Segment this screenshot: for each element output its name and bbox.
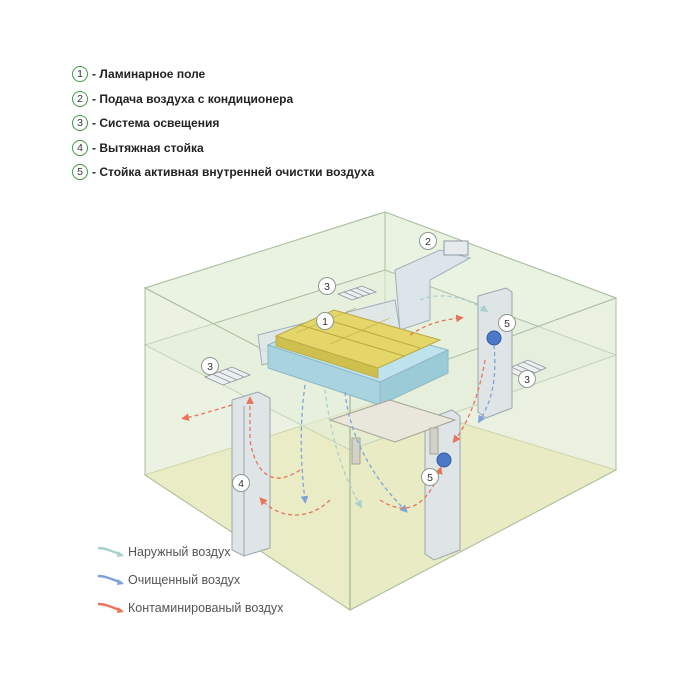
airflow-arrow-icon bbox=[97, 546, 124, 557]
legend-label: - Стойка активная внутренней очистки воз… bbox=[92, 165, 375, 180]
legend-number: 2 bbox=[72, 90, 88, 107]
airflow-clean bbox=[477, 344, 496, 424]
callout-circle bbox=[201, 357, 219, 375]
callout-number: 4 bbox=[238, 478, 244, 490]
legend-number: 5 bbox=[72, 164, 88, 181]
airflow-legend-label: Наружный воздух bbox=[128, 545, 231, 559]
airflow-contaminated bbox=[259, 497, 331, 516]
callout-number: 1 bbox=[322, 316, 328, 328]
legend-row: 1 - Ламинарное поле bbox=[72, 62, 374, 87]
callout-number: 3 bbox=[524, 374, 530, 386]
airflow-contaminated bbox=[452, 359, 486, 444]
callout-number: 2 bbox=[425, 236, 431, 248]
airflow-outside bbox=[419, 295, 489, 313]
airflow-legend-row: Контаминированый воздух bbox=[96, 594, 283, 622]
legend-label: - Система освещения bbox=[92, 116, 220, 131]
laminar-panel-side bbox=[275, 335, 379, 379]
callout-circle bbox=[419, 232, 437, 250]
callout-number: 3 bbox=[324, 281, 330, 293]
laminar-frame-side-right bbox=[379, 349, 449, 406]
equipment-leg bbox=[429, 427, 439, 455]
exhaust-rack bbox=[231, 391, 271, 557]
callout-circle bbox=[518, 370, 536, 388]
callout-circle bbox=[421, 468, 439, 486]
callout-circle bbox=[318, 277, 336, 295]
laminar-panel-divider bbox=[329, 317, 391, 345]
purifier-fan bbox=[436, 452, 452, 468]
legend-label: - Вытяжная стойка bbox=[92, 140, 204, 155]
airflow-legend-row: Очищенный воздух bbox=[96, 566, 283, 594]
airflow-clean bbox=[344, 391, 408, 513]
legend-row: 4 - Вытяжная стойка bbox=[72, 136, 374, 161]
airflow-legend-row: Наружный воздух bbox=[96, 538, 283, 566]
callout-circle bbox=[316, 312, 334, 330]
supply-grille bbox=[443, 240, 469, 256]
legend-number: 4 bbox=[72, 139, 88, 156]
legend-label: - Ламинарное поле bbox=[92, 67, 206, 82]
airflow-contaminated bbox=[181, 404, 233, 422]
legend-number: 1 bbox=[72, 66, 88, 83]
airflow-legend-label: Контаминированый воздух bbox=[128, 601, 284, 615]
callout-circle bbox=[498, 314, 516, 332]
airflow-contaminated bbox=[246, 396, 301, 479]
legend-row: 2 - Подача воздуха с кондиционера bbox=[72, 87, 374, 112]
callout-group: 1 2 3 3 3 4 5 5 bbox=[201, 232, 536, 492]
equipment-table bbox=[328, 399, 457, 443]
light-grid bbox=[203, 366, 252, 386]
airflow-arrow-icon bbox=[97, 574, 124, 585]
laminar-panel-divider bbox=[299, 324, 405, 357]
legend-row: 3 - Система освещения bbox=[72, 111, 374, 136]
equipment-leg bbox=[351, 437, 361, 465]
callout-circle bbox=[232, 474, 250, 492]
component-legend: 1 - Ламинарное поле 2 - Подача воздуха с… bbox=[72, 62, 374, 185]
legend-row: 5 - Стойка активная внутренней очистки в… bbox=[72, 160, 374, 185]
laminar-panel-divider bbox=[317, 316, 421, 349]
legend-label: - Подача воздуха с кондиционера bbox=[92, 91, 294, 106]
legend-number: 3 bbox=[72, 115, 88, 132]
callout-number: 5 bbox=[427, 472, 433, 484]
airflow-legend-label: Очищенный воздух bbox=[128, 573, 241, 587]
airflow-arrow-icon bbox=[97, 602, 124, 613]
airflow-legend: Наружный воздух Очищенный воздух Контами… bbox=[96, 538, 283, 622]
callout-number: 3 bbox=[207, 361, 213, 373]
airflow-clean bbox=[324, 389, 362, 509]
purifier-fan bbox=[486, 330, 502, 346]
callout-number: 5 bbox=[504, 318, 510, 330]
light-grid bbox=[336, 285, 378, 301]
